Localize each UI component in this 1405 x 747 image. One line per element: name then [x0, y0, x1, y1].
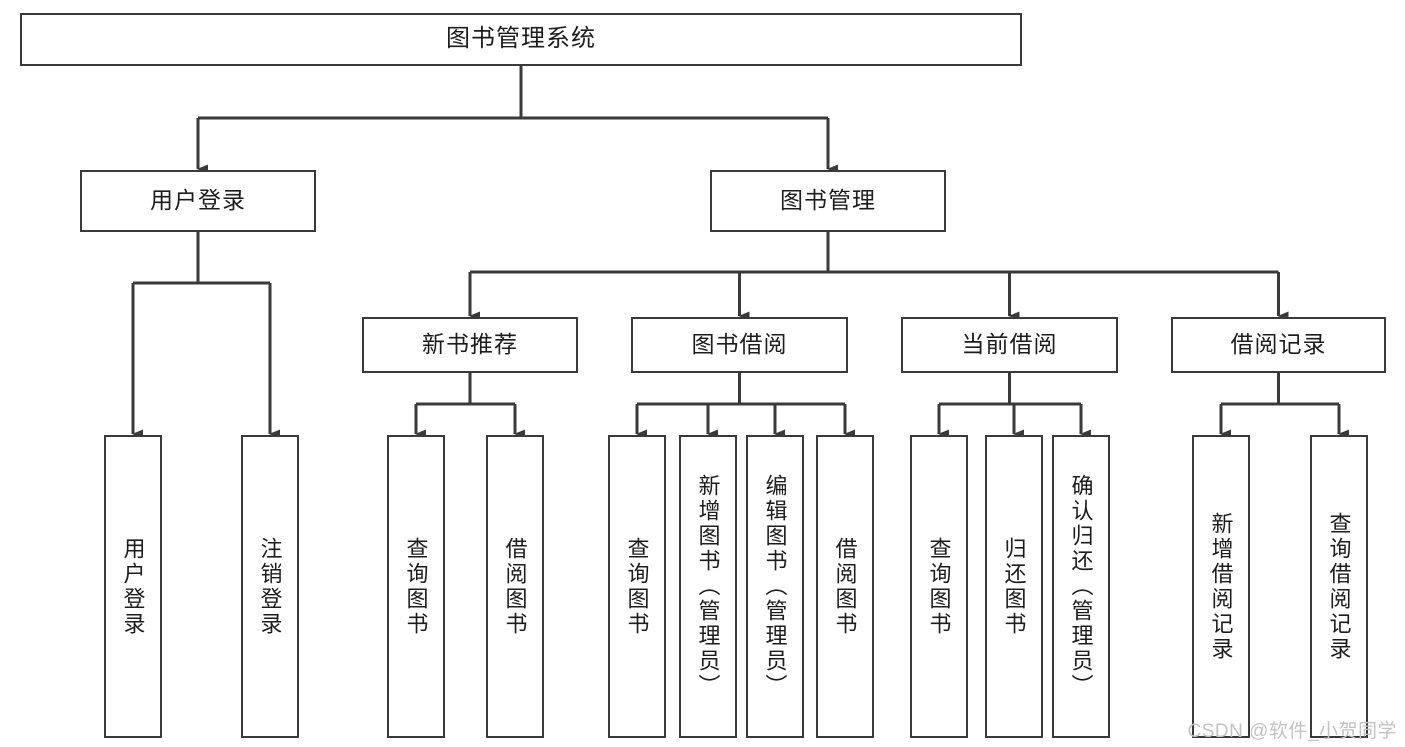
node-label: 当前借阅 — [961, 331, 1058, 358]
node-label: 图书管理系统 — [446, 25, 596, 53]
leaf-borrow-book-recommend[interactable]: 借阅图书 — [486, 435, 544, 738]
node-new-book-recommend[interactable]: 新书推荐 — [362, 317, 578, 373]
node-label: 查询图书 — [624, 536, 650, 637]
leaf-add-book-admin[interactable]: 新增图书（管理员） — [679, 435, 737, 738]
node-book-borrow[interactable]: 图书借阅 — [631, 317, 848, 373]
node-label: 编辑图书（管理员） — [762, 474, 788, 699]
leaf-add-borrow-record[interactable]: 新增借阅记录 — [1192, 435, 1250, 738]
watermark: CSDN @软件_小贺同学 — [1187, 721, 1397, 742]
leaf-query-book-recommend[interactable]: 查询图书 — [387, 435, 445, 738]
node-borrow-record[interactable]: 借阅记录 — [1171, 317, 1386, 373]
leaf-query-book-current[interactable]: 查询图书 — [910, 435, 968, 738]
leaf-user-login[interactable]: 用户登录 — [104, 435, 162, 738]
node-label: 注销登录 — [257, 536, 283, 637]
node-label: 查询图书 — [926, 536, 952, 637]
leaf-borrow-book[interactable]: 借阅图书 — [816, 435, 874, 738]
node-label: 新书推荐 — [422, 331, 518, 358]
leaf-query-book[interactable]: 查询图书 — [608, 435, 666, 738]
node-label: 借阅图书 — [502, 536, 528, 637]
node-label: 借阅记录 — [1230, 331, 1327, 358]
node-root[interactable]: 图书管理系统 — [20, 13, 1022, 66]
leaf-edit-book-admin[interactable]: 编辑图书（管理员） — [746, 435, 804, 738]
node-label: 归还图书 — [1001, 536, 1027, 637]
node-user-login[interactable]: 用户登录 — [80, 170, 316, 232]
node-label: 新增图书（管理员） — [695, 474, 721, 699]
leaf-return-book[interactable]: 归还图书 — [985, 435, 1043, 738]
leaf-query-borrow-record[interactable]: 查询借阅记录 — [1310, 435, 1368, 738]
node-label: 图书借阅 — [691, 331, 788, 358]
node-label: 用户登录 — [150, 187, 246, 214]
node-label: 新增借阅记录 — [1208, 511, 1234, 662]
node-label: 查询借阅记录 — [1326, 511, 1352, 662]
node-label: 确认归还（管理员） — [1068, 474, 1094, 699]
node-current-borrow[interactable]: 当前借阅 — [901, 317, 1118, 373]
leaf-logout[interactable]: 注销登录 — [241, 435, 299, 738]
leaf-confirm-return-admin[interactable]: 确认归还（管理员） — [1052, 435, 1110, 738]
node-label: 借阅图书 — [832, 536, 858, 637]
node-label: 查询图书 — [403, 536, 429, 637]
node-label: 图书管理 — [780, 187, 876, 214]
node-book-management[interactable]: 图书管理 — [710, 170, 946, 232]
node-label: 用户登录 — [120, 536, 146, 637]
